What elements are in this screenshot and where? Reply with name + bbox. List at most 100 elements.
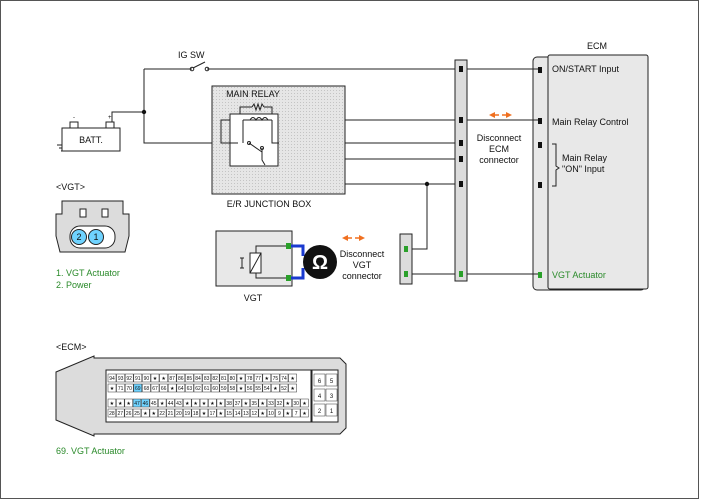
ecm-pin-number: 38 bbox=[226, 401, 232, 407]
ecm-pin-cell bbox=[258, 408, 267, 418]
ecm-pin-cell bbox=[107, 398, 117, 408]
ecm-pin-cell bbox=[253, 373, 263, 383]
ecm-pin-cell bbox=[245, 383, 254, 393]
ecm-pin-cell bbox=[149, 408, 158, 418]
ecm-pin-cell bbox=[219, 373, 229, 383]
disconnect-ecm-label-3: connector bbox=[479, 155, 519, 165]
ecm-pin-cell bbox=[283, 398, 292, 408]
ecm-pin-cell bbox=[185, 373, 194, 383]
ecm-pin-number: 20 bbox=[176, 411, 182, 417]
ecm-pin-number: 81 bbox=[221, 376, 227, 382]
ecm-pin-cell bbox=[216, 408, 225, 418]
ecm-pin-cell bbox=[124, 383, 134, 393]
ecm-pin-number: 68 bbox=[144, 386, 150, 392]
ecm-pin-number: ★ bbox=[260, 401, 265, 407]
vgt-component-label: VGT bbox=[244, 293, 263, 303]
ecm-pin-number: ★ bbox=[273, 386, 278, 392]
ecm-pin-cell bbox=[236, 373, 246, 383]
ecm-pin-cell bbox=[279, 373, 289, 383]
ecm-pin-cell bbox=[219, 383, 229, 393]
ecm-pin-cell bbox=[176, 383, 186, 393]
ecm-pin-number: 44 bbox=[168, 401, 174, 407]
ecm-pin-number: 43 bbox=[176, 401, 182, 407]
disconnect-ecm-label-1: Disconnect bbox=[477, 133, 522, 143]
ecm-pin-number: 28 bbox=[109, 411, 115, 417]
ecm-pin-number: 78 bbox=[247, 376, 253, 382]
ohm-icon: Ω bbox=[312, 252, 328, 274]
ecm-pin-cell bbox=[250, 408, 259, 418]
ecm-pin-cell bbox=[199, 408, 209, 418]
ecm-pin-number: 91 bbox=[135, 376, 141, 382]
ecm-pin-number: ★ bbox=[202, 401, 207, 407]
ecm-pin-number: ★ bbox=[239, 386, 244, 392]
ecm-pin-number: ★ bbox=[110, 386, 115, 392]
ecm-side-pin-number: 5 bbox=[330, 379, 334, 385]
ecm-pin-cell bbox=[191, 398, 200, 408]
ecm-pin-cell bbox=[167, 383, 177, 393]
ecm-pin-cell bbox=[133, 373, 143, 383]
ecm-pin-cell bbox=[225, 398, 234, 408]
ecm-pin-cell bbox=[124, 408, 133, 418]
ecm-pin-number: 85 bbox=[187, 376, 193, 382]
ecm-pin-number: 56 bbox=[247, 386, 253, 392]
ecm-pin-number: 83 bbox=[204, 376, 210, 382]
ecm-pin-cell bbox=[132, 408, 142, 418]
vgt-connector-pin-actuator bbox=[404, 271, 408, 277]
ecm-pin-number: 80 bbox=[230, 376, 236, 382]
ecm-pin-number: ★ bbox=[286, 401, 291, 407]
ecm-pin-cell bbox=[158, 398, 167, 408]
ecm-pin-cell bbox=[288, 373, 297, 383]
ecm-pin-cell bbox=[210, 373, 220, 383]
vgt-connector-pin1-label: 1 bbox=[93, 232, 98, 242]
main-relay-brace bbox=[552, 143, 560, 187]
ecm-pin-cell bbox=[174, 398, 184, 408]
ecm-connector-pins bbox=[459, 66, 463, 277]
ecm-pin-cell bbox=[216, 398, 225, 408]
vgt-actuator-symbol bbox=[240, 245, 286, 279]
ecm-pin-cell bbox=[167, 373, 177, 383]
ecm-pin-number: ★ bbox=[170, 386, 175, 392]
ecm-pin-number: ★ bbox=[160, 401, 165, 407]
ecm-pin-cell bbox=[193, 373, 203, 383]
ecm-pin-cell bbox=[183, 398, 192, 408]
ecm-connector-strip bbox=[454, 59, 468, 282]
ecm-pin-number: 21 bbox=[168, 411, 174, 417]
ecm-pin-number: 94 bbox=[109, 376, 115, 382]
ecm-side-pin-cell bbox=[313, 373, 326, 387]
ecm-pin-cell bbox=[233, 408, 242, 418]
ecm-pin-number: 22 bbox=[159, 411, 165, 417]
ecm-pin-cell bbox=[107, 408, 117, 418]
ecm-pin-number: 35 bbox=[252, 401, 258, 407]
main-relay bbox=[220, 102, 279, 167]
ecm-pin-cell bbox=[208, 408, 217, 418]
ecm-pin-cell bbox=[225, 408, 234, 418]
ecm-pin-number: 61 bbox=[204, 386, 210, 392]
ecm-pin-number: 63 bbox=[187, 386, 193, 392]
ecm-main-relay-on-label-2: "ON" Input bbox=[562, 164, 605, 174]
ecm-pin-number: 64 bbox=[178, 386, 184, 392]
ecm-pin-number: 55 bbox=[255, 386, 261, 392]
ecm-pin-number: ★ bbox=[239, 376, 244, 382]
ecm-pin-number: ★ bbox=[118, 401, 123, 407]
battery-plus: + bbox=[108, 115, 112, 121]
ecm-pin-cell bbox=[107, 383, 117, 393]
ecm-pin-number: 10 bbox=[268, 411, 274, 417]
ecm-pin-cell bbox=[141, 398, 150, 408]
ecm-pin-cell bbox=[166, 408, 175, 418]
ecm-pin-number: 82 bbox=[212, 376, 218, 382]
ecm-pin-number: ★ bbox=[244, 401, 249, 407]
ecm-pin-number: 18 bbox=[193, 411, 199, 417]
ecm-pin-cell bbox=[262, 373, 272, 383]
ecm-pin-number: 13 bbox=[243, 411, 249, 417]
ecm-pin-number: 59 bbox=[221, 386, 227, 392]
ecm-pin-cell bbox=[266, 408, 276, 418]
battery-label: BATT. bbox=[79, 135, 103, 145]
ecm-pin-cell bbox=[283, 408, 292, 418]
ecm-pin-cell bbox=[116, 373, 125, 383]
ecm-pin-number: 58 bbox=[230, 386, 236, 392]
ecm-section-title: <ECM> bbox=[56, 342, 87, 352]
disconnect-vgt-label-2: VGT bbox=[353, 260, 372, 270]
